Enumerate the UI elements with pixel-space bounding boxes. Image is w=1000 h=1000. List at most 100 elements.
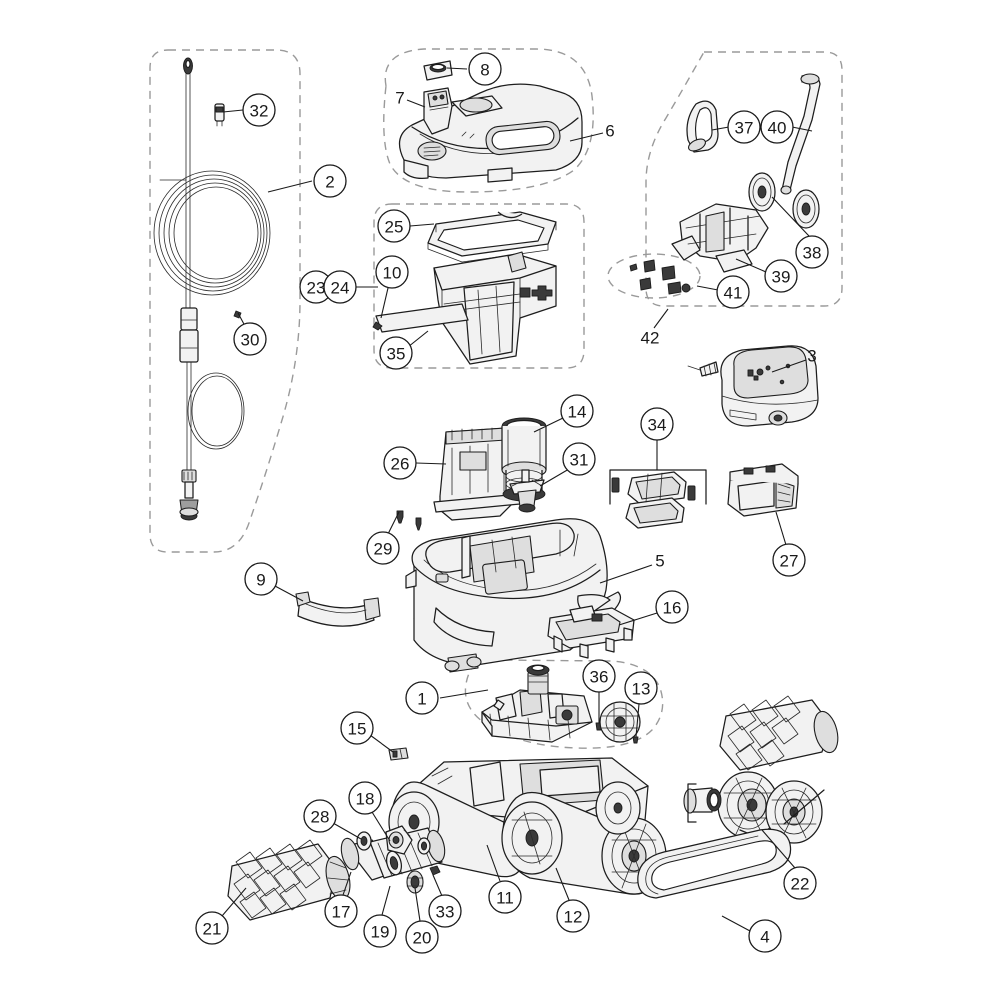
callout-24[interactable]: 24 [323, 270, 378, 304]
leader-line [432, 874, 443, 897]
callout-bubble[interactable] [624, 671, 658, 705]
callout-41[interactable]: 41 [696, 275, 750, 309]
callout-number: 39 [772, 268, 791, 287]
callout-11[interactable]: 11 [486, 844, 522, 914]
callout-1[interactable]: 1 [405, 681, 489, 715]
callout-bubble[interactable] [428, 894, 462, 928]
callout-bubble[interactable] [375, 255, 409, 289]
callout-bubble[interactable] [377, 209, 411, 243]
callout-6[interactable]: 6 [569, 122, 615, 142]
callout-bubble[interactable] [195, 911, 229, 945]
callout-39[interactable]: 39 [735, 258, 798, 293]
callout-bubble[interactable] [323, 270, 357, 304]
callout-19[interactable]: 19 [363, 885, 397, 948]
leader-line [599, 564, 653, 584]
callout-35[interactable]: 35 [379, 330, 429, 370]
callout-13[interactable]: 13 [624, 671, 658, 738]
callout-28[interactable]: 28 [303, 799, 362, 840]
callout-16[interactable]: 16 [618, 590, 689, 626]
callout-38[interactable]: 38 [771, 196, 829, 269]
callout-bubble[interactable] [760, 110, 794, 144]
callout-bubble[interactable] [764, 259, 798, 293]
callout-bubble[interactable] [795, 235, 829, 269]
callout-26[interactable]: 26 [383, 446, 447, 480]
callout-34[interactable]: 34 [640, 407, 674, 470]
leader-line [539, 468, 570, 487]
callout-bubble[interactable] [383, 446, 417, 480]
callout-bubble[interactable] [303, 799, 337, 833]
callout-37[interactable]: 37 [711, 110, 761, 144]
callout-18[interactable]: 18 [348, 781, 391, 842]
callout-32[interactable]: 32 [222, 93, 276, 127]
callout-40[interactable]: 40 [760, 110, 813, 144]
callout-bubble[interactable] [748, 919, 782, 953]
callout-bubble[interactable] [366, 531, 400, 565]
callout-7[interactable]: 7 [395, 89, 426, 108]
callout-bubble[interactable] [405, 920, 439, 954]
callout-8[interactable]: 8 [446, 52, 502, 86]
part-caddy-handle-grip [686, 100, 719, 153]
callout-bubble[interactable] [233, 322, 267, 356]
callout-bubble[interactable] [405, 681, 439, 715]
callout-bubble[interactable] [727, 110, 761, 144]
callout-bubble[interactable] [379, 336, 413, 370]
callout-33[interactable]: 33 [428, 874, 462, 928]
callout-bubble[interactable] [716, 275, 750, 309]
callout-31[interactable]: 31 [539, 442, 596, 487]
callout-bubble[interactable] [488, 880, 522, 914]
callout-15[interactable]: 15 [340, 711, 394, 753]
part-impeller-drive-gear [599, 701, 641, 744]
callout-number: 1 [417, 690, 426, 709]
callout-10[interactable]: 10 [375, 255, 409, 319]
callout-bubble[interactable] [242, 93, 276, 127]
callout-bubble[interactable] [348, 781, 382, 815]
callout-bubble[interactable] [313, 164, 347, 198]
callout-bubble[interactable] [562, 442, 596, 476]
callout-27[interactable]: 27 [772, 511, 806, 577]
callout-25[interactable]: 25 [377, 209, 435, 243]
part-brush-hub-cap [406, 870, 424, 894]
callout-42[interactable]: 42 [641, 308, 669, 348]
callout-bubble[interactable] [556, 899, 590, 933]
leader-line [222, 109, 244, 113]
callout-5[interactable]: 5 [599, 552, 665, 584]
callout-17[interactable]: 17 [324, 871, 358, 928]
part-secondary-brush [719, 695, 839, 771]
callout-number: 23 [307, 279, 326, 298]
callout-bubble[interactable] [244, 562, 278, 596]
callout-bubble[interactable] [468, 52, 502, 86]
callout-bubble[interactable] [560, 394, 594, 428]
callout-bubble[interactable] [783, 866, 817, 900]
callout-number: 13 [632, 680, 651, 699]
callout-number: 17 [332, 903, 351, 922]
callout-bubble[interactable] [772, 543, 806, 577]
callout-bubble[interactable] [582, 659, 616, 693]
leader-line [415, 462, 447, 465]
callout-9[interactable]: 9 [244, 562, 304, 602]
callout-number: 41 [724, 284, 743, 303]
callout-bubble[interactable] [655, 590, 689, 624]
callout-22[interactable]: 22 [761, 829, 817, 900]
callout-21[interactable]: 21 [195, 887, 247, 945]
callout-4[interactable]: 4 [721, 915, 782, 953]
callout-bubble[interactable] [324, 894, 358, 928]
callout-36[interactable]: 36 [582, 659, 616, 723]
callout-2[interactable]: 2 [267, 164, 347, 198]
part-brush-fastening-screw [429, 865, 441, 876]
callout-3[interactable]: 3 [771, 347, 817, 373]
part-main-chassis-body [405, 518, 621, 673]
callout-20[interactable]: 20 [405, 887, 439, 954]
callout-14[interactable]: 14 [533, 394, 594, 433]
callout-bubble[interactable] [363, 914, 397, 948]
leader-line [407, 330, 429, 348]
callout-12[interactable]: 12 [555, 867, 590, 933]
callout-number: 34 [648, 416, 667, 435]
callout-bubble[interactable] [640, 407, 674, 441]
callout-29[interactable]: 29 [366, 511, 400, 565]
part-caddy-wheel-pair [748, 172, 820, 229]
callout-30[interactable]: 30 [233, 312, 267, 356]
cable-coil-lower [187, 372, 245, 450]
callout-bubble[interactable] [340, 711, 374, 745]
leader-line [486, 844, 501, 882]
part-filter-basket-body [433, 251, 557, 365]
